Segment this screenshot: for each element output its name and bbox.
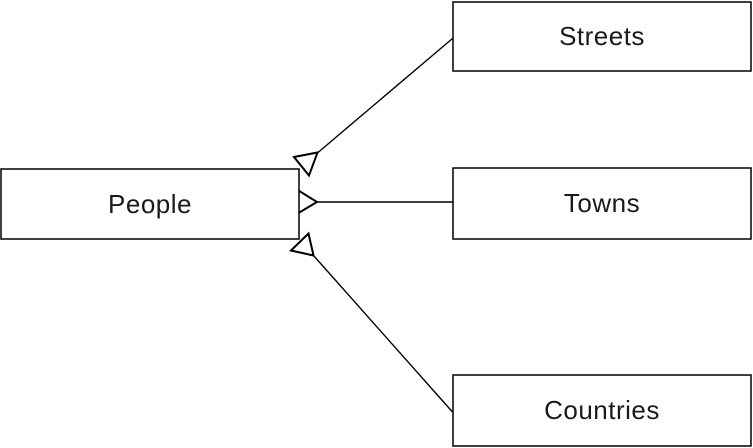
node-countries[interactable] [452,374,752,447]
node-streets[interactable] [452,1,752,72]
edge-people-streets [317,37,453,154]
node-people[interactable] [0,168,300,240]
arrowhead-countries-icon [288,231,315,257]
arrowhead-towns-icon [297,188,319,215]
edge-people-countries [312,255,454,413]
node-towns[interactable] [452,167,752,240]
arrowhead-streets-icon [292,151,320,178]
